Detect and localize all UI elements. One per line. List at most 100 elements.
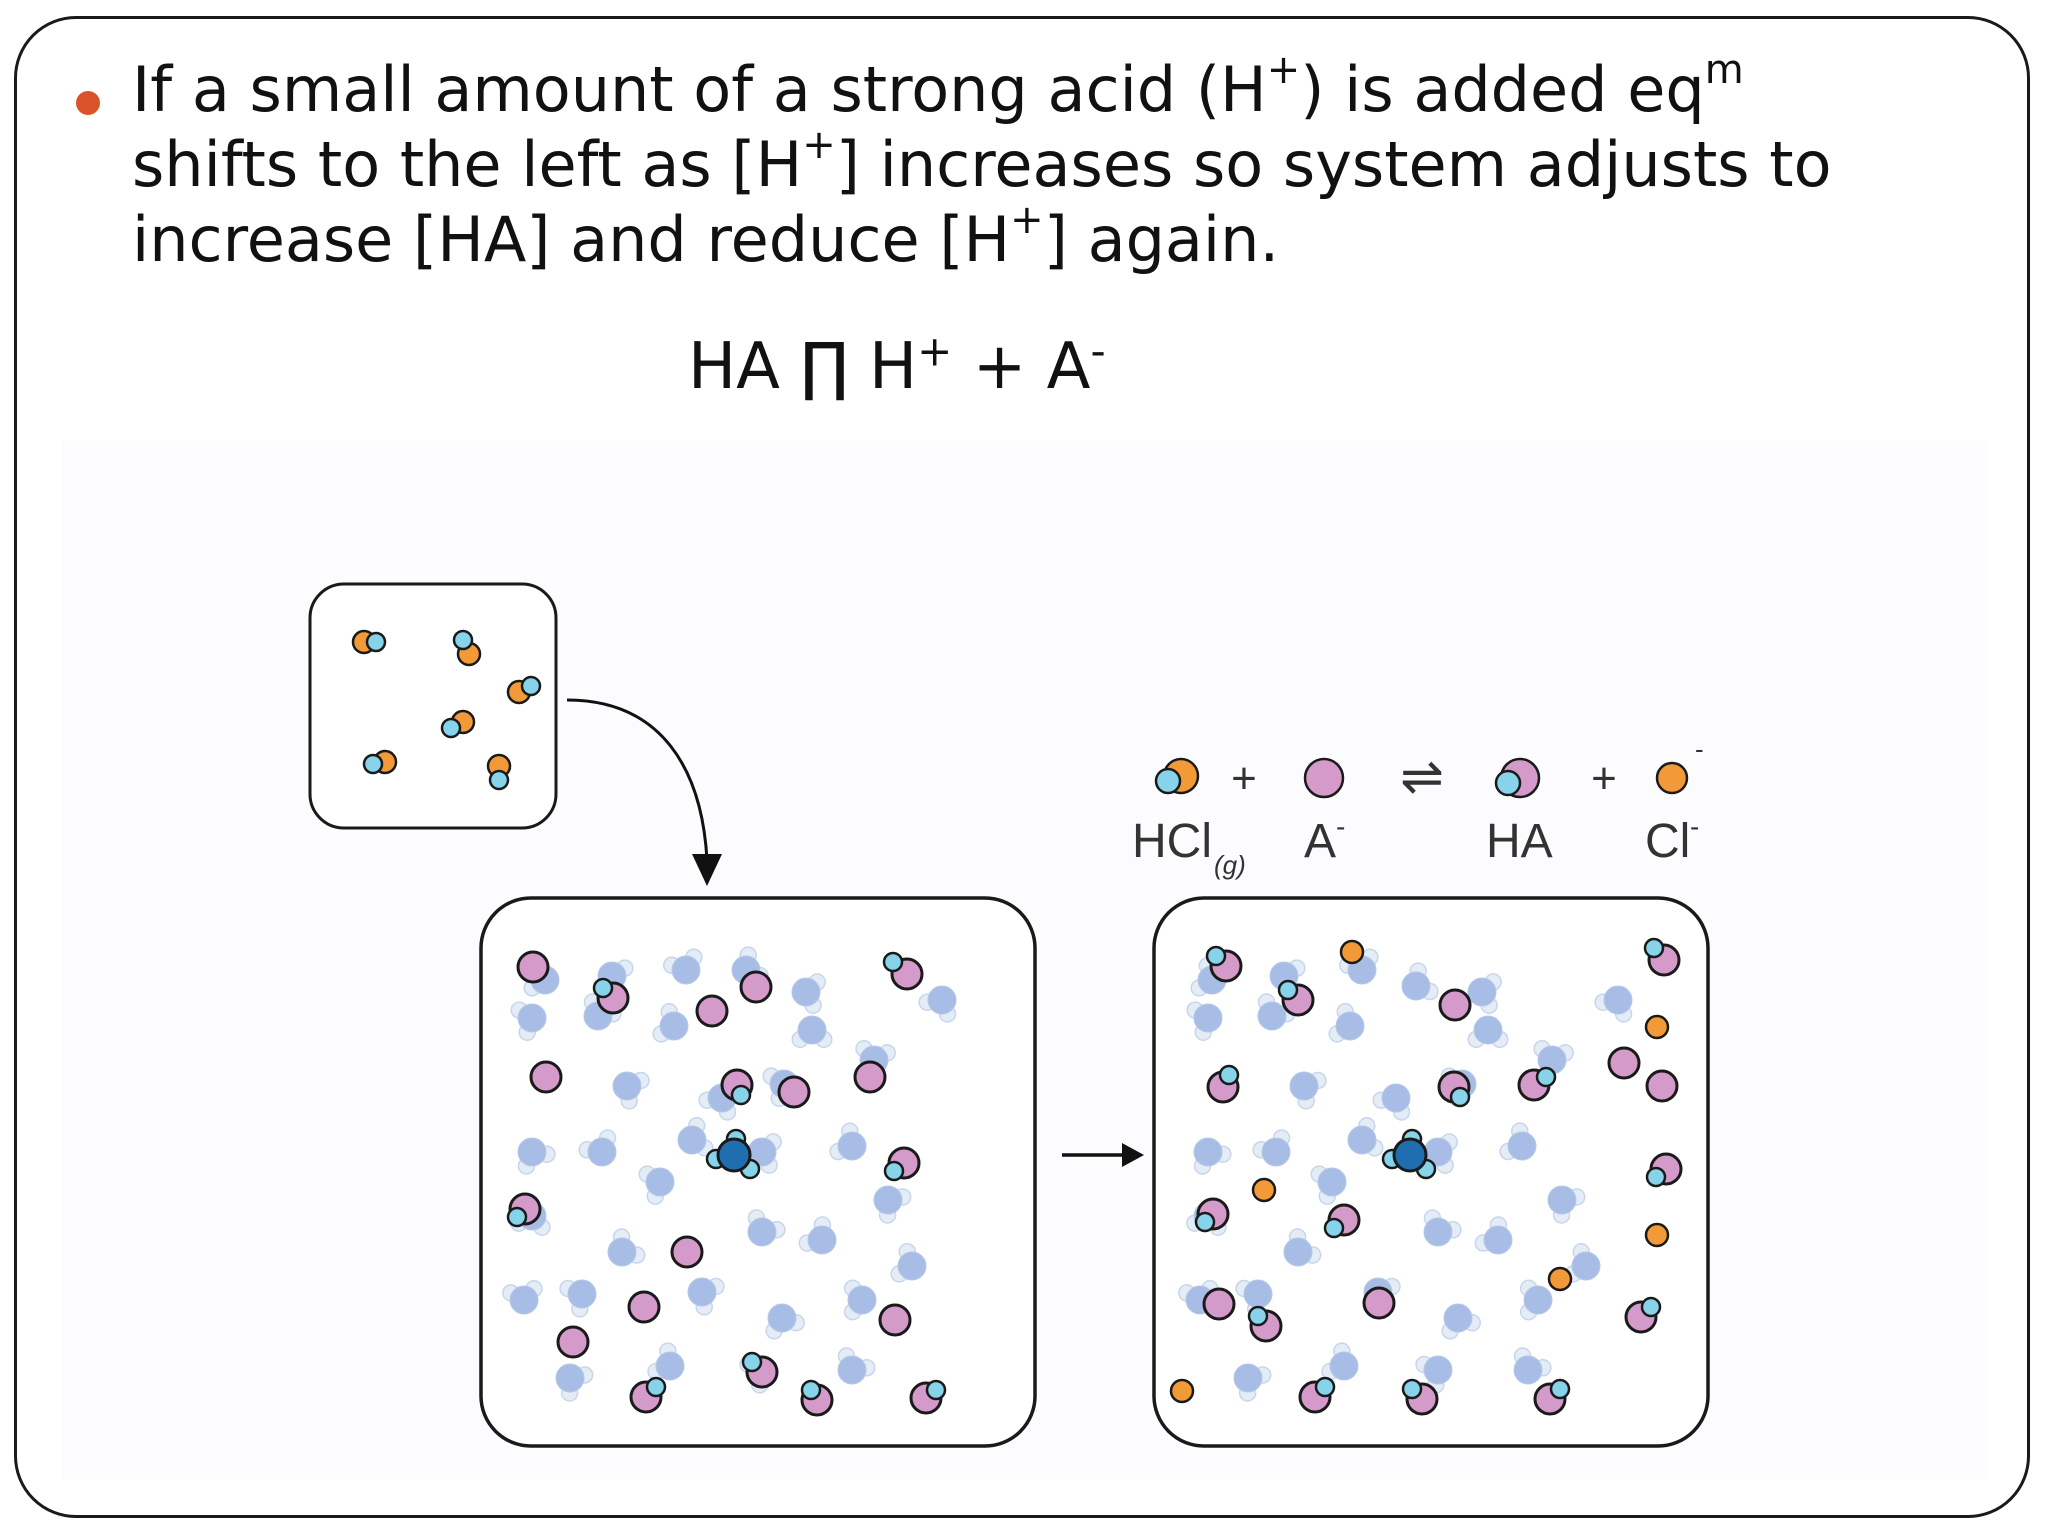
anion-molecule <box>853 1060 887 1094</box>
plus-sign-1: + <box>1231 754 1257 803</box>
water-molecule <box>1186 1001 1223 1041</box>
water-molecule <box>829 1122 867 1161</box>
cl-charge-top: - <box>1695 734 1704 764</box>
ha-molecule <box>1401 1378 1439 1416</box>
ha-molecule <box>1624 1296 1662 1334</box>
chloride-ion <box>1644 1222 1670 1248</box>
anion-molecule <box>777 1075 811 1109</box>
hcl-h-atom <box>1154 767 1182 795</box>
anion-molecule <box>627 1290 661 1324</box>
water-molecule <box>798 1216 837 1255</box>
hydronium-ion <box>1381 1128 1437 1180</box>
a-minus-atom <box>1303 757 1345 799</box>
hcl-molecule <box>506 675 542 705</box>
water-molecule <box>555 1363 594 1402</box>
a-minus-charge: - <box>1336 811 1345 842</box>
plus-sign-2: + <box>1591 754 1617 803</box>
water-molecule <box>510 1001 547 1041</box>
water-molecule <box>873 1185 912 1224</box>
ha-molecule <box>741 1351 779 1389</box>
water-molecule <box>1423 1209 1462 1247</box>
ha-molecule <box>1194 1197 1230 1233</box>
water-molecule <box>517 1137 556 1175</box>
reaction-equation: + ⇌ + - HCl (g) A - HA Cl - <box>1132 734 1704 880</box>
ha-molecule <box>1517 1066 1557 1102</box>
water-molecule <box>647 1342 685 1381</box>
water-molecule <box>1467 1015 1509 1049</box>
ha-molecule <box>629 1376 667 1414</box>
water-molecule <box>663 948 703 985</box>
ha-molecule <box>1437 1070 1471 1108</box>
ha-h-atom <box>1494 769 1522 797</box>
hcl-state-label: (g) <box>1214 850 1246 880</box>
anion-molecule <box>1645 1069 1679 1103</box>
water-molecule <box>502 1280 543 1315</box>
water-molecule <box>652 1003 689 1043</box>
ha-molecule <box>720 1068 754 1106</box>
water-molecule <box>1513 1347 1552 1385</box>
water-molecule <box>1564 1243 1601 1283</box>
chloride-ion <box>1547 1266 1573 1292</box>
ha-molecule <box>1205 945 1243 983</box>
hcl-gas-molecules <box>351 629 542 791</box>
anion-molecule <box>670 1235 704 1269</box>
hcl-label: HCl <box>1132 815 1212 868</box>
solution-after-molecules <box>1169 937 1683 1416</box>
water-molecule <box>638 1165 675 1205</box>
water-molecule <box>612 1071 650 1110</box>
water-molecule <box>837 1347 876 1385</box>
hcl-molecule <box>440 709 476 739</box>
figure-svg: + ⇌ + - HCl (g) A - HA Cl - <box>308 582 1710 1448</box>
transition-arrow-head <box>1122 1143 1144 1167</box>
anion-molecule <box>529 1060 563 1094</box>
ha-molecule <box>1643 937 1681 977</box>
water-molecule <box>1328 1003 1365 1043</box>
water-molecule <box>791 973 826 1014</box>
bullet-line-2: shifts to the left as [H+] increases so … <box>132 122 1832 201</box>
ha-molecule <box>506 1192 542 1228</box>
water-molecule <box>1252 1129 1291 1167</box>
hcl-molecule <box>362 749 398 775</box>
water-molecule <box>1233 1363 1272 1402</box>
water-molecule <box>1441 1303 1481 1340</box>
anion-molecule <box>1438 988 1472 1022</box>
water-molecule <box>1401 962 1439 1001</box>
cl-minus-atom <box>1655 761 1689 795</box>
chloride-ion <box>1169 1378 1195 1404</box>
water-molecule <box>747 1133 782 1174</box>
bullet-line-3: increase [HA] and reduce [H+] again. <box>132 197 1280 276</box>
chloride-ion <box>1251 1177 1277 1203</box>
water-molecule <box>765 1303 805 1340</box>
chloride-ion <box>1339 939 1365 965</box>
water-molecule <box>1283 1228 1322 1267</box>
anion-molecule <box>878 1303 912 1337</box>
bullet-text: If a small amount of a strong acid (H+) … <box>132 50 1852 277</box>
water-molecule <box>1519 1279 1553 1321</box>
ha-molecule <box>1298 1376 1336 1414</box>
ha-molecule <box>800 1379 834 1417</box>
ha-molecule <box>1206 1064 1240 1104</box>
anion-molecule <box>516 950 550 984</box>
water-molecule <box>559 1279 597 1318</box>
water-molecule <box>1257 993 1296 1031</box>
ha-molecule <box>883 1146 921 1182</box>
equilibrium-arrow-icon: ⇌ <box>1400 747 1444 807</box>
hydronium-ion <box>705 1128 761 1180</box>
hcl-molecule <box>452 629 482 667</box>
cl-label-charge: - <box>1690 811 1699 842</box>
ha-molecule <box>882 951 924 991</box>
buffer-figure: + ⇌ + - HCl (g) A - HA Cl - <box>62 440 1988 1480</box>
water-molecule <box>1289 1071 1327 1110</box>
water-molecule <box>1372 1083 1411 1121</box>
cl-label: Cl <box>1645 815 1690 868</box>
hcl-molecule <box>486 753 512 791</box>
anion-molecule <box>1202 1287 1236 1321</box>
addition-arrow <box>566 698 709 861</box>
addition-arrow-head <box>692 854 722 886</box>
water-molecule <box>687 1277 725 1316</box>
hcl-gas-box <box>308 582 558 830</box>
anion-molecule <box>556 1325 590 1359</box>
hcl-molecule <box>351 629 387 655</box>
ha-molecule <box>1323 1203 1361 1239</box>
water-molecule <box>1347 1117 1384 1157</box>
